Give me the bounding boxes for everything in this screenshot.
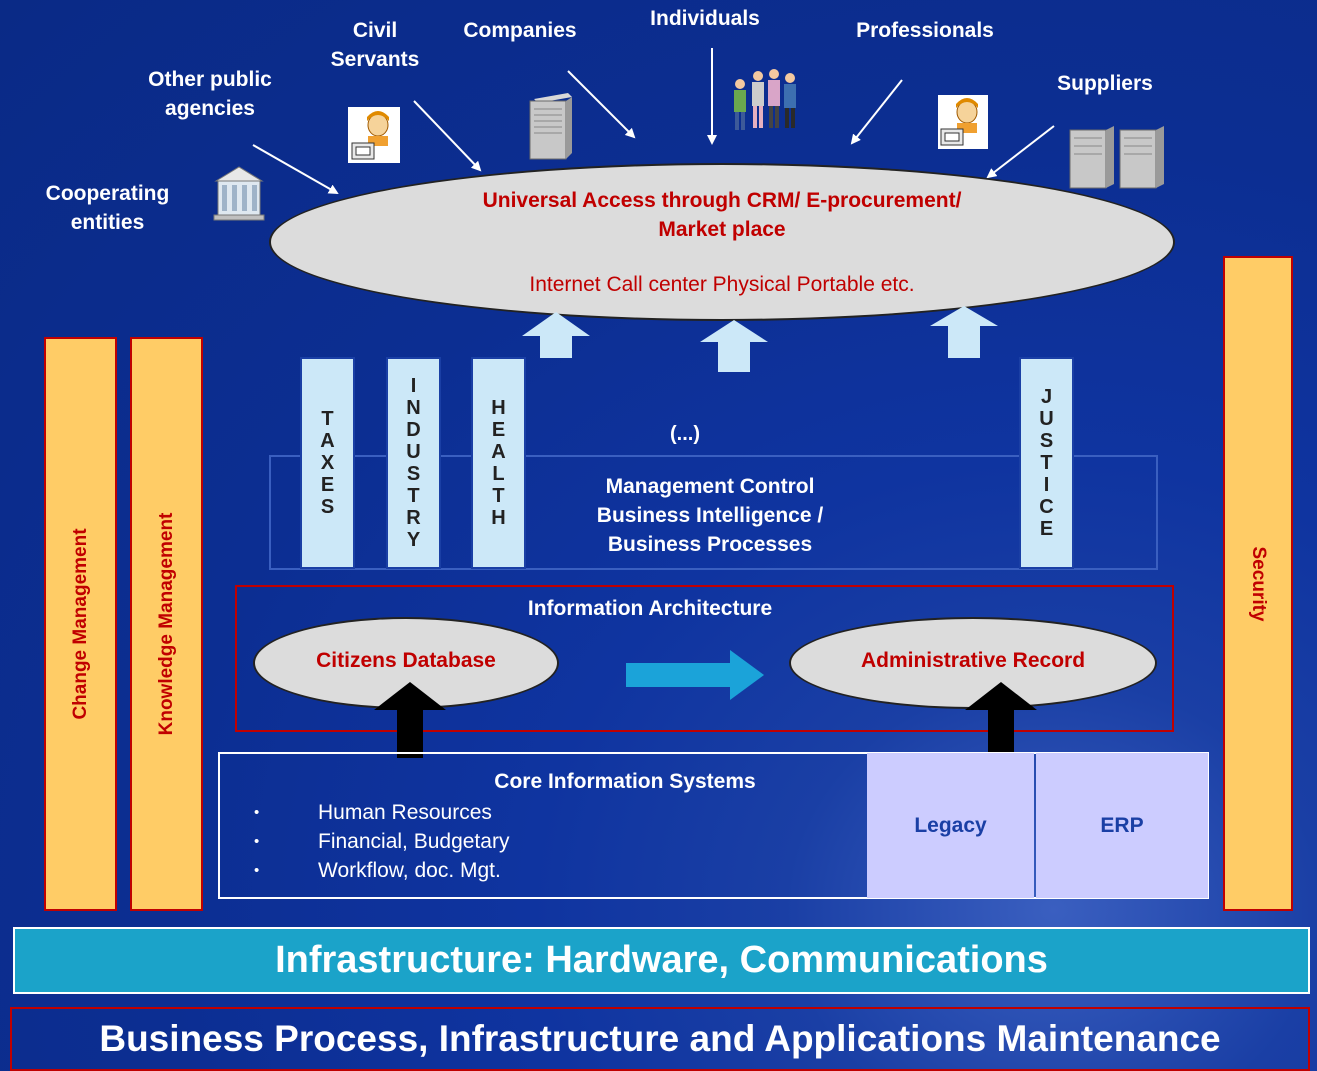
label-suppliers: Suppliers [1057,72,1153,95]
domain-industry-letter: R [406,507,421,529]
legacy-to-admin-arrow [965,682,1037,758]
up-arrows-to-access [522,306,998,372]
universal-access-title: Universal Access through CRM/ E-procurem… [300,186,1144,244]
supplier-servers-icon [1069,126,1164,189]
domain-health-letter: L [492,463,505,485]
maintenance-bar: Business Process, Infrastructure and App… [10,1007,1310,1071]
infrastructure-label: Infrastructure: Hardware, Communications [275,939,1048,981]
maintenance-label: Business Process, Infrastructure and App… [99,1018,1221,1059]
label-civil-servants: Civil Servants [320,16,430,74]
domain-health-letter: E [491,419,506,441]
core-system-item: Workflow, doc. Mgt. [220,856,860,885]
erp-label: ERP [1100,813,1144,837]
label-other-public-line2: agencies [165,97,255,120]
citizens-database-label: Citizens Database [316,649,496,672]
label-professionals: Professionals [856,19,994,42]
domain-health-letter: H [491,507,506,529]
domain-industry-letter: I [410,375,417,397]
core-to-citizens-arrow [374,682,446,758]
domain-justice-letter: J [1040,386,1053,408]
knowledge-management-label: Knowledge Management [155,512,177,736]
up-arrow-right [930,306,998,358]
security-label: Security [1248,546,1269,621]
domain-taxes: T A X E S [300,357,355,569]
universal-access-title-line2: Market place [658,218,786,241]
knowledge-management-bar: Knowledge Management [130,337,203,911]
administrative-record-label: Administrative Record [860,649,1086,672]
individuals-group-icon [734,69,796,130]
domain-justice: J U S T I C E [1019,357,1074,569]
management-control-frame [269,455,1158,570]
domain-justice-letter: S [1039,430,1054,452]
domain-industry-letter: D [406,419,421,441]
core-information-systems-title: Core Information Systems [494,770,756,793]
universal-access-title-line1: Universal Access through CRM/ E-procurem… [482,189,962,212]
domain-taxes-letter: T [321,408,334,430]
civil-servant-desk-icon [348,107,400,163]
infrastructure-bar: Infrastructure: Hardware, Communications [13,927,1310,994]
management-line3: Business Processes [607,533,813,556]
change-management-bar: Change Management [44,337,117,911]
domain-industry-letter: T [407,485,420,507]
management-line1: Management Control [605,475,815,498]
label-cooperating-line1: Cooperating [45,182,170,205]
domain-industry: I N D U S T R Y [386,357,441,569]
legacy-label: Legacy [914,813,987,837]
domain-health-letter: H [491,397,506,419]
citizens-database-ellipse [253,617,559,709]
professional-desk-icon [938,95,988,149]
core-system-item: Financial, Budgetary [220,827,860,856]
database-flow-arrow [626,650,764,700]
domain-industry-letter: Y [406,529,421,551]
label-other-public-agencies: Other public agencies [130,65,290,123]
change-management-label: Change Management [69,528,91,720]
label-cooperating-entities: Cooperating entities [30,179,185,237]
label-individuals: Individuals [650,7,760,30]
domain-industry-letter: S [406,463,421,485]
up-arrow-left [522,312,590,358]
management-control-text: Management Control Business Intelligence… [540,472,880,559]
universal-access-ellipse [269,163,1175,321]
domain-taxes-letter: X [320,452,335,474]
information-architecture-title: Information Architecture [527,597,773,620]
label-cooperating-line2: entities [70,211,145,234]
domain-health-letter: T [492,485,505,507]
administrative-record-ellipse [789,617,1157,709]
domain-taxes-letter: E [320,474,335,496]
domain-taxes-letter: S [320,496,335,518]
stakeholder-arrows [252,48,1055,194]
domain-justice-letter: U [1039,408,1054,430]
domain-health-letter: A [491,441,506,463]
access-channels: Internet Call center Physical Portable e… [529,273,915,296]
domains-ellipsis: (...) [670,423,700,445]
domain-taxes-letter: A [320,430,335,452]
core-system-item: Human Resources [220,798,860,827]
label-civil-servants-line1: Civil [352,19,398,42]
domain-justice-letter: E [1039,518,1054,540]
domain-justice-letter: T [1040,452,1053,474]
legacy-box: Legacy [867,753,1034,898]
erp-box: ERP [1036,753,1208,898]
label-civil-servants-line2: Servants [330,48,420,71]
security-bar: Security [1223,256,1293,911]
label-other-public-line1: Other public [148,68,272,91]
up-arrow-center [700,320,768,372]
management-line2: Business Intelligence / [596,504,824,527]
domain-justice-letter: I [1043,474,1050,496]
domain-health: H E A L T H [471,357,526,569]
core-information-systems-frame [218,752,1209,899]
company-server-icon [529,93,572,160]
information-architecture-frame [235,585,1174,732]
label-companies: Companies [463,19,577,42]
cooperating-building-icon [213,166,265,221]
core-systems-list: Human Resources Financial, Budgetary Wor… [220,798,860,885]
domain-industry-letter: N [406,397,421,419]
domain-justice-letter: C [1039,496,1054,518]
domain-industry-letter: U [406,441,421,463]
